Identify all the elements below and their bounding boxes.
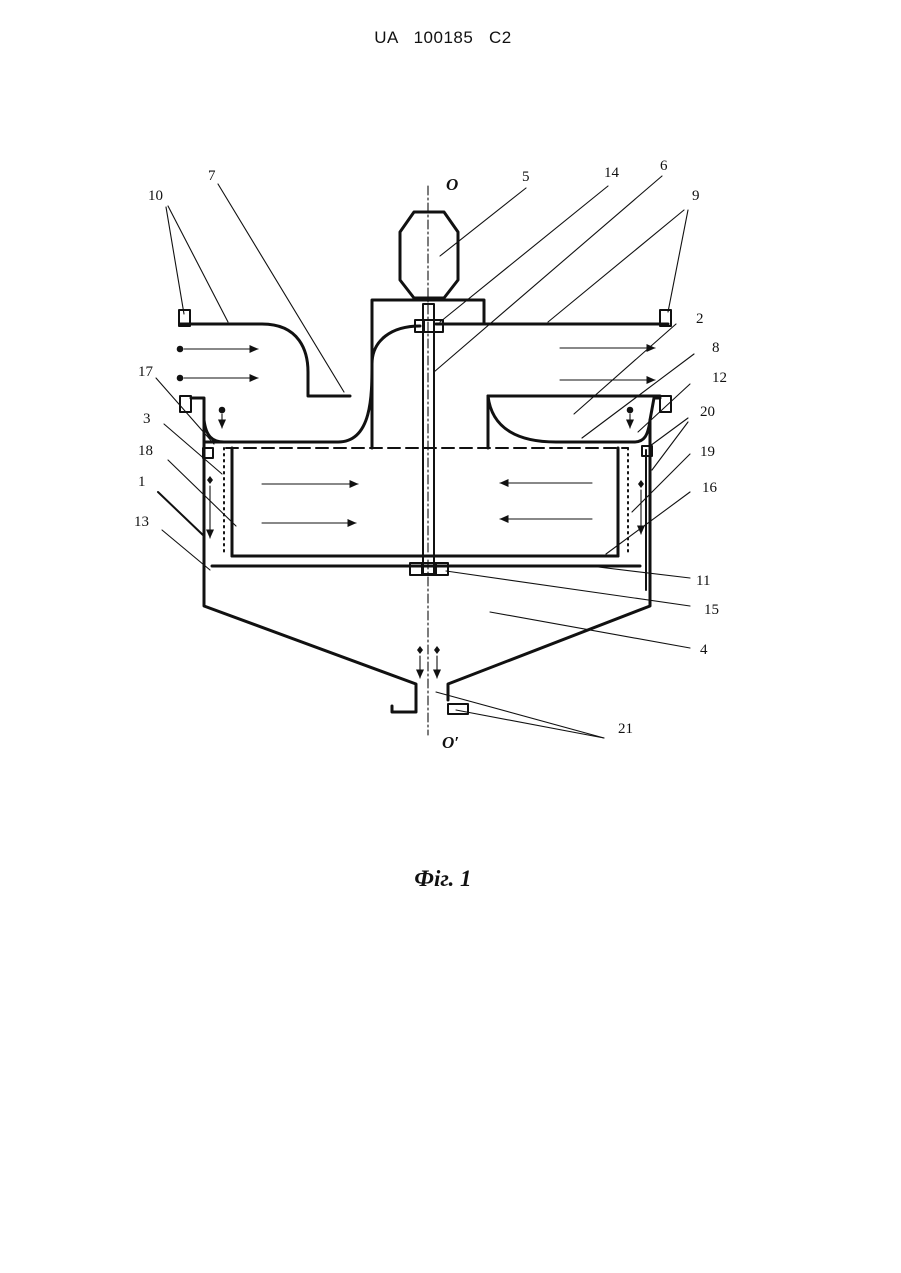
- right-outlet-lip: [634, 398, 660, 442]
- part-label-7: 7: [208, 168, 216, 184]
- liquid-drop: [638, 480, 644, 488]
- leader-10: [168, 206, 228, 322]
- part-label-21: 21: [618, 721, 633, 737]
- leader-4: [490, 612, 690, 648]
- rotor-flow-arrows: [262, 483, 592, 523]
- left-lower-flange: [180, 396, 191, 412]
- part-label-6: 6: [660, 158, 668, 174]
- liquid-drop: [627, 407, 634, 414]
- figure-caption: Фіг. 1: [0, 866, 886, 892]
- housing-right-wall: [448, 420, 650, 700]
- leader-20: [650, 418, 688, 446]
- part-label-16: 16: [702, 480, 718, 496]
- part-label-5: 5: [522, 169, 530, 185]
- part-label-9: 9: [692, 188, 700, 204]
- leader-11: [590, 566, 690, 578]
- inlet-flow-dot: [177, 375, 184, 382]
- right-outlet-foot: [448, 704, 468, 714]
- leader-21: [456, 710, 604, 738]
- inlet-flow-dot: [177, 346, 184, 353]
- part-label-17: 17: [138, 364, 154, 380]
- part-label-12: 12: [712, 370, 727, 386]
- leader-20: [652, 422, 688, 470]
- leader-14: [440, 186, 608, 322]
- axis-top-label: O: [446, 175, 458, 194]
- leader-9: [668, 210, 688, 312]
- housing-left-wall: [204, 420, 416, 700]
- axis-bottom-label: O′: [442, 733, 459, 752]
- liquid-drop: [434, 646, 440, 654]
- left-inlet-lip: [191, 398, 224, 442]
- part-label-10: 10: [148, 188, 163, 204]
- part-label-8: 8: [712, 340, 720, 356]
- leader-1: [158, 492, 204, 536]
- part-label-14: 14: [604, 165, 620, 181]
- part-label-4: 4: [700, 642, 708, 658]
- part-label-13: 13: [134, 514, 149, 530]
- liquid-drop: [207, 476, 213, 484]
- outlet-flow-arrows: [560, 348, 655, 380]
- leader-lines: [156, 176, 694, 738]
- motor-body: [400, 212, 458, 298]
- part-label-1: 1: [138, 474, 146, 490]
- right-outlet-bowl: [488, 396, 634, 442]
- leader-5: [440, 188, 526, 256]
- left-outlet-foot: [392, 700, 416, 712]
- leader-9: [548, 210, 684, 322]
- liquid-drop: [219, 407, 226, 414]
- liquid-drop: [417, 646, 423, 654]
- leader-7: [218, 184, 344, 392]
- part-label-20: 20: [700, 404, 715, 420]
- leader-12: [638, 384, 690, 432]
- part-label-2: 2: [696, 311, 704, 327]
- leader-15: [446, 571, 690, 606]
- leader-10: [166, 207, 184, 314]
- part-label-15: 15: [704, 602, 719, 618]
- part-label-18: 18: [138, 443, 153, 459]
- inlet-flow-arrows: [177, 346, 258, 382]
- part-label-3: 3: [143, 411, 151, 427]
- left-inlet-duct-bottom: [204, 326, 420, 442]
- part-label-19: 19: [700, 444, 715, 460]
- leader-6: [434, 176, 662, 372]
- leader-18: [168, 460, 236, 526]
- part-label-11: 11: [696, 573, 710, 589]
